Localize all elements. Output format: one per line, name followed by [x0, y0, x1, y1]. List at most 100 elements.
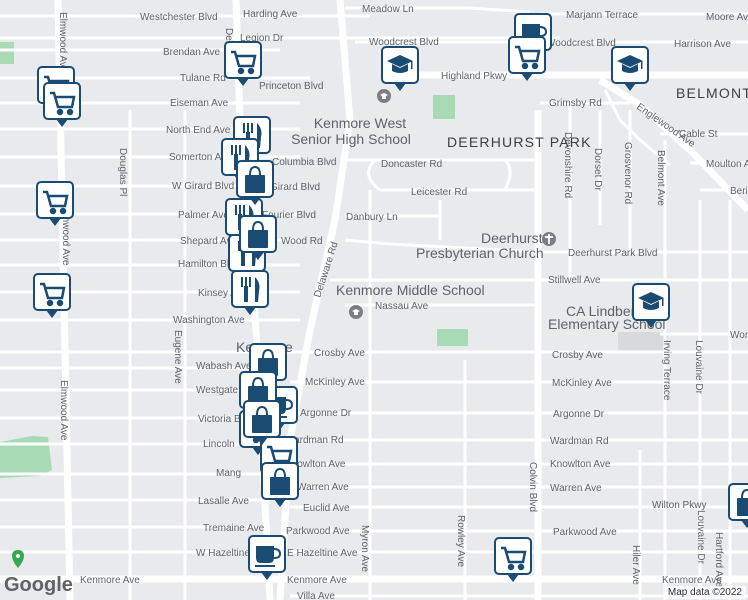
map-attribution: Map data ©2022 — [663, 586, 746, 599]
place-label: Senior High School — [291, 131, 411, 147]
street-label: Argonne Dr — [300, 408, 352, 419]
street-label: Wood Rd — [281, 236, 323, 247]
street-label: Moore Ave — [706, 12, 748, 23]
street-label: Girard Blvd — [270, 182, 320, 193]
street-label: Lasalle Ave — [198, 496, 249, 507]
street-label: Douglas Pl — [117, 148, 128, 196]
street-label: Parkwood Ave — [286, 526, 350, 537]
street-label: North End Ave — [166, 125, 231, 136]
street-label: Leicester Rd — [411, 187, 467, 198]
street-label: Shepard Ave — [180, 236, 238, 247]
church-icon — [541, 231, 557, 247]
street-label: Woodcrest Blvd — [369, 37, 439, 48]
street-label: Westgate — [196, 385, 238, 396]
street-label: Victoria B — [198, 414, 241, 425]
street-label: Kenmore Ave — [287, 575, 347, 586]
location-pin-icon[interactable] — [12, 550, 24, 568]
street-label: Irving Terrace — [661, 340, 672, 401]
street-label: Warren Ave — [550, 483, 602, 494]
street-label: Louvaine Dr — [693, 340, 704, 395]
street-label: Eiseman Ave — [170, 98, 229, 109]
street-label: Villa Ave — [297, 591, 335, 600]
street-label: Crosby Ave — [552, 350, 603, 361]
street-label: Tremaine Ave — [203, 523, 265, 534]
street-label: Knowlton Ave — [285, 459, 346, 470]
street-label: Dorset Dr — [592, 148, 603, 191]
street-label: Highland Pkwy — [441, 71, 507, 82]
street-label: Nassau Ave — [375, 301, 429, 312]
street-label: Fourier Blvd — [262, 210, 316, 221]
street-label: Legion Dr — [240, 33, 284, 44]
area-label: BELMONT — [676, 85, 748, 101]
street-label: Grosvenor Rd — [622, 142, 633, 204]
street-label: Lincoln — [203, 439, 235, 450]
street-label: E Hazeltine Ave — [287, 548, 358, 559]
street-label: Argonne Dr — [553, 409, 605, 420]
street-label: Deerhurst Park Blvd — [568, 248, 657, 259]
street-label: Somerton Ave — [169, 152, 232, 163]
street-label: McKinley Ave — [552, 378, 612, 389]
street-label: Myron Ave — [359, 525, 370, 572]
place-label: Kenmore West — [314, 115, 406, 131]
street-label: Columbia Blvd — [272, 157, 336, 168]
street-label: Moulton Ave — [706, 159, 748, 170]
street-label: Cable St — [679, 129, 718, 140]
place-label: Presbyterian Church — [416, 245, 544, 261]
parks — [0, 42, 668, 478]
street-label: Elmwood Ave — [60, 205, 71, 266]
street-label: Kenmore Ave — [662, 575, 722, 586]
street-label: Louvaine Dr — [695, 510, 706, 565]
school-icon — [349, 305, 363, 319]
street-label: Westchester Blvd — [140, 12, 218, 23]
street-label: Belmont Ave — [655, 150, 666, 206]
street-label: Wilton Pkwy — [652, 500, 706, 511]
street-label: Wor — [730, 330, 748, 341]
place-label: CA Lindberg — [566, 303, 643, 319]
place-label: Kenmore Middle School — [336, 282, 485, 298]
street-label: Elmwood Ave — [57, 12, 68, 73]
street-label: Kinsey Ave — [198, 288, 248, 299]
street-label: Berin — [730, 186, 748, 197]
place-label: Deerhurst — [481, 230, 543, 246]
street-label: Hartford Ave — [713, 532, 724, 588]
street-label: Woodcrest Blvd — [546, 38, 616, 49]
street-label: Eugene Ave — [172, 330, 183, 384]
street-label: Doncaster Rd — [381, 159, 442, 170]
street-label: W Hazeltine — [196, 548, 250, 559]
google-logo[interactable]: Google — [4, 574, 73, 596]
street-label: Crosby Ave — [314, 348, 365, 359]
street-label: Stillwell Ave — [548, 275, 601, 286]
street-label: Wardman Rd — [550, 436, 609, 447]
street-label: Palmer Ave — [178, 210, 229, 221]
street-label: Parkwood Ave — [553, 527, 617, 538]
street-label: Danbury Ln — [346, 212, 398, 223]
street-label: McKinley Ave — [305, 377, 365, 388]
street-label: Grimsby Rd — [549, 98, 602, 109]
street-label: Hiler Ave — [630, 545, 641, 585]
area-label: DEERHURST PARK — [447, 134, 592, 150]
street-label: Elmwood Ave — [58, 380, 69, 441]
street-label: Euclid Ave — [303, 503, 350, 514]
street-label: Rowley Ave — [455, 515, 466, 568]
street-label: Mang — [216, 468, 241, 479]
street-label: Washington Ave — [173, 315, 245, 326]
minor-roads-vertical — [128, 89, 732, 600]
street-label: Wardman Rd — [285, 435, 344, 446]
street-label: Harrison Ave — [674, 39, 732, 50]
street-label: Marjann Terrace — [566, 10, 639, 21]
street-label: Kenmore Ave — [80, 575, 140, 586]
school-icon — [377, 89, 391, 103]
street-label: Colvin Blvd — [527, 462, 538, 512]
street-label: Knowlton Ave — [550, 459, 611, 470]
street-label: W Girard Blvd — [172, 181, 234, 192]
street-label: Wabash Ave — [196, 361, 252, 372]
street-label: Warren Ave — [297, 482, 349, 493]
street-label: Princeton Blvd — [259, 81, 323, 92]
street-label: Hamilton Blvd — [178, 259, 240, 270]
street-label: Devonshire Rd — [562, 132, 573, 198]
street-label: Meadow Ln — [362, 4, 414, 15]
street-label: Tulane Rd — [180, 73, 226, 84]
place-labels: Kenmore West Senior High School DEERHURS… — [236, 89, 666, 355]
street-labels: Westchester Blvd Harding Ave Meadow Ln M… — [57, 4, 748, 600]
